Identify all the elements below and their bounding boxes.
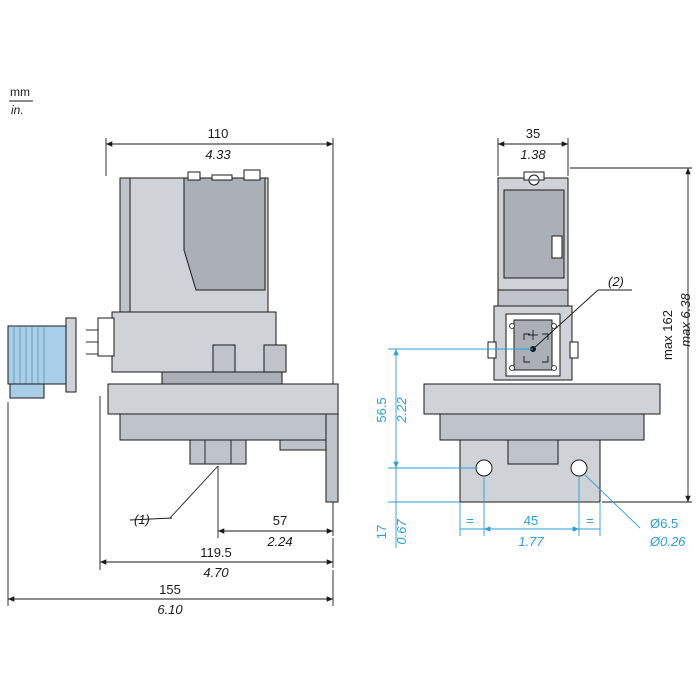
callout-2: (2) [608, 274, 624, 289]
dim-total-width-in: 6.10 [157, 602, 183, 617]
dim-hole-dia-mm: Ø6.5 [650, 516, 678, 531]
front-view: 35 1.38 max 162 max 6.38 (2) 56.5 2.22 1… [374, 126, 693, 549]
front-flange [423, 383, 661, 415]
dim-hole-height-in: 0.67 [394, 519, 409, 545]
side-view: 110 4.33 (1) 57 2.24 119.5 4.70 155 6.10 [7, 126, 339, 617]
callout-1: (1) [134, 512, 150, 527]
dim-center-height-mm: 56.5 [374, 397, 389, 422]
dim-hole-spacing-mm: 45 [524, 513, 538, 528]
dim-mount-offset-in: 2.24 [266, 534, 292, 549]
dim-base-width-in: 4.70 [203, 565, 229, 580]
dim-front-height-in: max 6.38 [678, 292, 693, 346]
dim-mount-offset-mm: 57 [273, 513, 287, 528]
dim-hole-height-mm: 17 [374, 525, 389, 539]
units-legend: mm in. [9, 85, 33, 117]
switch-housing [111, 311, 277, 373]
dim-center-height-in: 2.22 [394, 397, 409, 424]
dim-side-width-mm: 110 [208, 126, 229, 141]
equal-left: = [466, 513, 474, 528]
switch-cover [183, 177, 266, 291]
connector-plug [7, 317, 77, 399]
dim-front-height-mm: max 162 [660, 310, 675, 360]
mount-hole-right [570, 459, 588, 477]
dim-base-width-mm: 119.5 [200, 545, 232, 560]
dim-hole-dia-in: Ø0.26 [649, 534, 686, 549]
flange [107, 383, 339, 415]
equal-right: = [586, 513, 594, 528]
dim-total-width-mm: 155 [159, 582, 181, 597]
unit-mm: mm [10, 85, 30, 99]
dim-front-width-mm: 35 [526, 126, 540, 141]
mount-hole-left [475, 459, 493, 477]
dim-hole-spacing-in: 1.77 [518, 534, 544, 549]
dim-front-width-in: 1.38 [520, 147, 546, 162]
flange-base [119, 413, 327, 441]
mounting-bracket [325, 413, 339, 503]
pressure-port [189, 439, 247, 465]
connector-pins [97, 317, 115, 357]
front-flange-base [439, 413, 645, 441]
dim-side-width-in: 4.33 [205, 147, 231, 162]
unit-in: in. [11, 103, 24, 117]
